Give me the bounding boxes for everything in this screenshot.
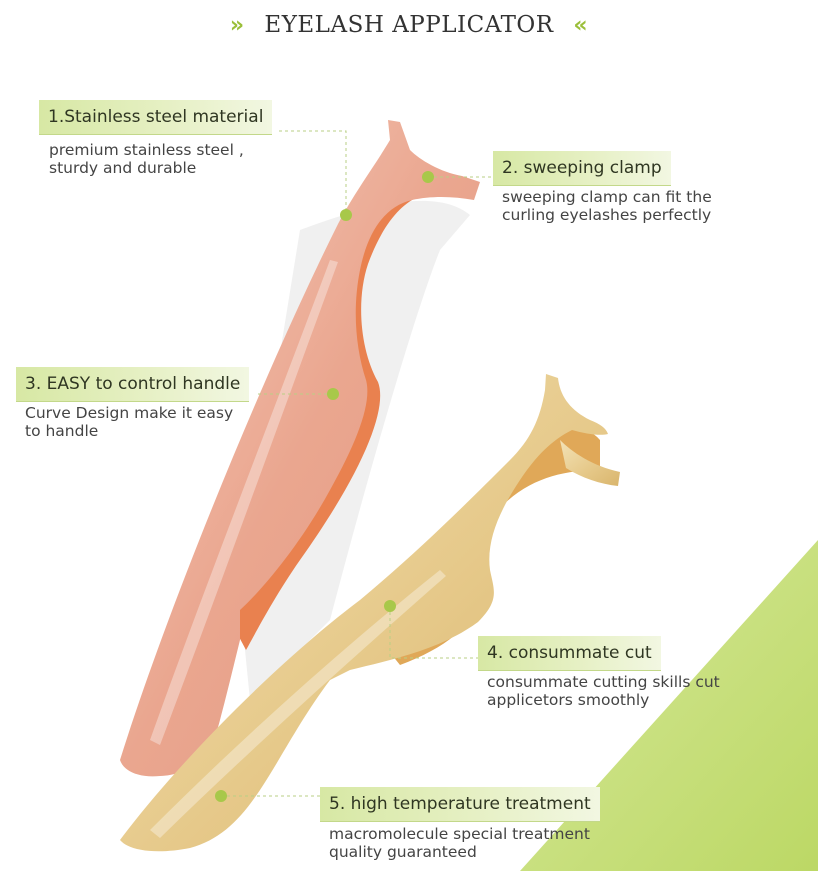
feature-desc-line: macromolecule special treatment: [329, 825, 590, 843]
feature-desc-line: sweeping clamp can fit the: [502, 188, 712, 206]
page-header: » EYELASH APPLICATOR «: [0, 12, 818, 38]
feature-title-handle: 3. EASY to control handle: [16, 367, 250, 402]
feature-desc-line: premium stainless steel ,: [49, 141, 244, 159]
feature-desc-clamp: sweeping clamp can fit the curling eyela…: [502, 188, 712, 224]
feature-title-material: 1.Stainless steel material: [39, 100, 273, 135]
anchor-dots: [215, 171, 434, 802]
feature-desc-line: applicetors smoothly: [487, 691, 650, 709]
double-chevron-right-icon: »: [229, 13, 245, 38]
feature-desc-cut: consummate cutting skills cut applicetor…: [487, 673, 720, 709]
double-chevron-left-icon: «: [573, 13, 589, 38]
feature-title-clamp: 2. sweeping clamp: [493, 151, 671, 186]
anchor-dot: [340, 209, 352, 221]
feature-title-treatment: 5. high temperature treatment: [320, 787, 600, 822]
anchor-dot: [327, 388, 339, 400]
feature-desc-treatment: macromolecule special treatment quality …: [329, 825, 590, 861]
feature-desc-line: quality guaranteed: [329, 843, 477, 861]
feature-desc-line: Curve Design make it easy: [25, 404, 234, 422]
feature-desc-line: consummate cutting skills cut: [487, 673, 720, 691]
feature-desc-line: to handle: [25, 422, 99, 440]
feature-desc-handle: Curve Design make it easy to handle: [25, 404, 233, 440]
gold-applicator: [120, 374, 620, 852]
feature-desc-line: curling eyelashes perfectly: [502, 206, 712, 224]
feature-desc-material: premium stainless steel , sturdy and dur…: [49, 141, 244, 177]
anchor-dot: [422, 171, 434, 183]
anchor-dot: [215, 790, 227, 802]
feature-desc-line: sturdy and durable: [49, 159, 197, 177]
rose-gold-applicator: [120, 120, 480, 777]
leader-lines: [221, 130, 494, 797]
feature-title-cut: 4. consummate cut: [478, 636, 661, 671]
anchor-dot: [384, 600, 396, 612]
page-title: EYELASH APPLICATOR: [264, 12, 554, 38]
